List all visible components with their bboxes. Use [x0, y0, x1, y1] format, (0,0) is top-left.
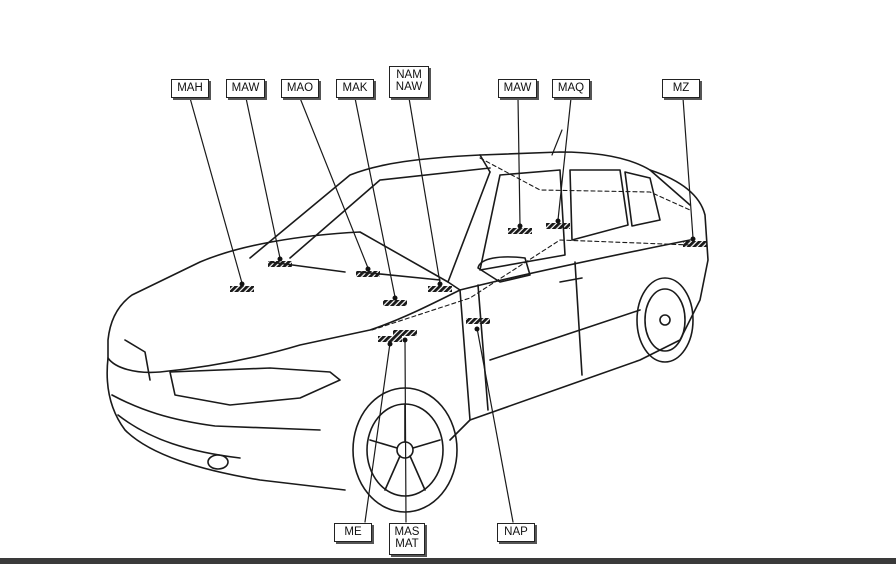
ground-point-me — [378, 336, 402, 347]
label-mz: MZ — [662, 79, 700, 98]
label-me-text: ME — [344, 526, 362, 538]
label-mah-text: MAH — [177, 82, 203, 94]
label-maq: MAQ — [552, 79, 590, 98]
label-mao: MAO — [281, 79, 319, 98]
label-maq-text: MAQ — [557, 82, 585, 94]
ground-point-mah — [230, 281, 254, 292]
ground-point-mz — [683, 236, 707, 247]
label-nap-text: NAP — [504, 526, 528, 538]
ground-point-maw-right — [508, 223, 532, 234]
harness-routes — [371, 157, 691, 331]
ground-point-mao — [356, 266, 380, 277]
label-mz-text: MZ — [672, 82, 690, 94]
label-maw-left-text: MAW — [231, 82, 260, 94]
label-mah: MAH — [171, 79, 209, 98]
ground-point-mak — [383, 295, 407, 306]
ground-point-mas — [393, 330, 417, 343]
label-nam-naw: NAM NAW — [389, 66, 429, 98]
label-naw-text: NAW — [395, 81, 423, 93]
label-mak: MAK — [336, 79, 374, 98]
car-body — [106, 151, 709, 491]
label-mao-text: MAO — [286, 82, 314, 94]
label-maw-right-text: MAW — [503, 82, 532, 94]
label-nam-text: NAM — [396, 69, 422, 81]
label-mak-text: MAK — [342, 82, 368, 94]
rear-wheel — [636, 277, 694, 363]
label-mas-mat: MAS MAT — [389, 523, 425, 555]
ground-points — [230, 218, 707, 347]
ground-point-maw-left — [268, 256, 292, 267]
label-mat-text: MAT — [395, 538, 419, 550]
leader-lines — [189, 97, 694, 523]
ground-point-nap — [466, 318, 490, 332]
label-maw-right: MAW — [498, 79, 537, 98]
label-mas-text: MAS — [394, 526, 420, 538]
ground-point-maq — [546, 218, 570, 229]
label-nap: NAP — [497, 523, 535, 542]
label-maw-left: MAW — [226, 79, 265, 98]
ground-point-nam — [428, 281, 452, 292]
bottom-divider — [0, 558, 896, 564]
label-me: ME — [334, 523, 372, 542]
